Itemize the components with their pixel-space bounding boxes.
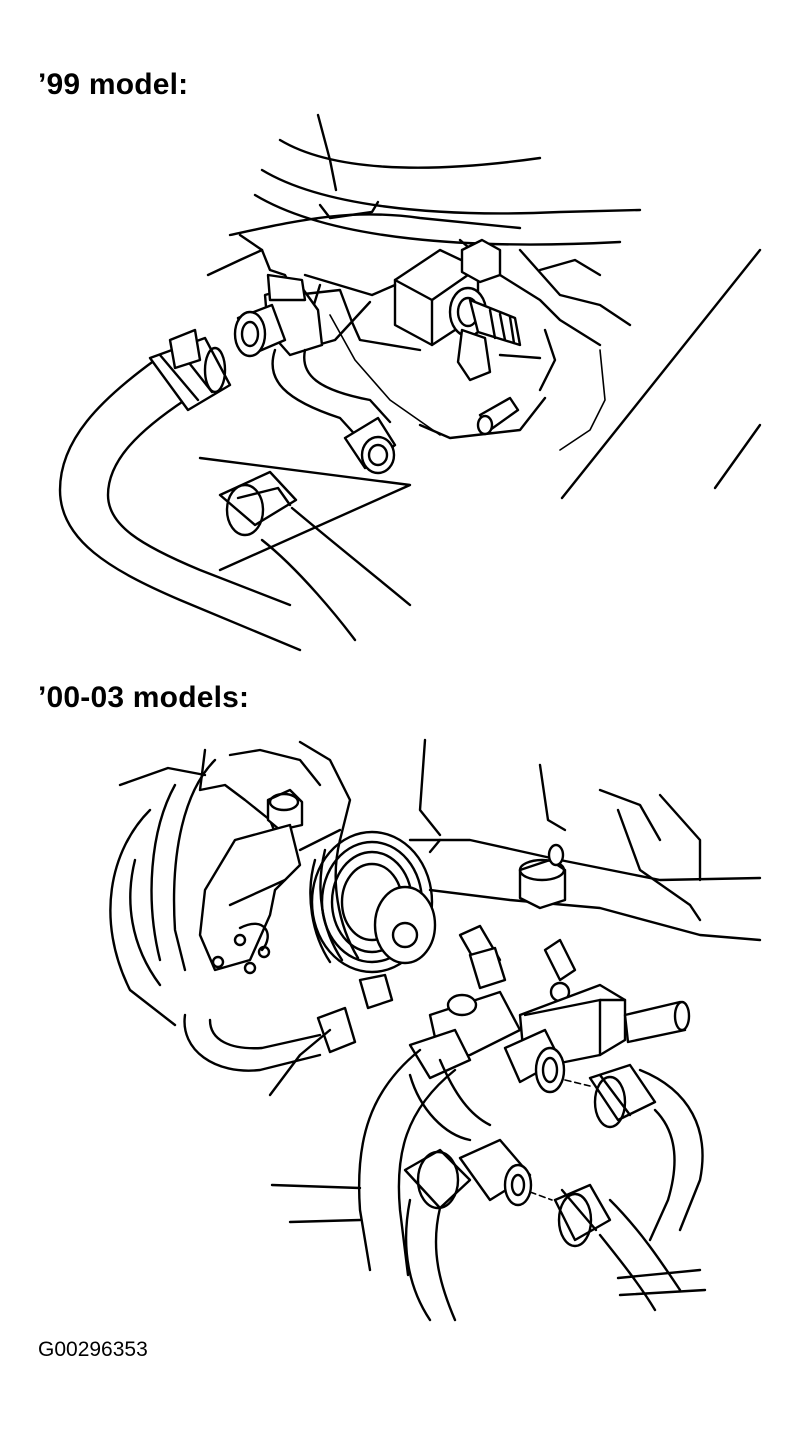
heater-hose-1999-drawing	[58, 113, 762, 652]
figure-code: G00296353	[38, 1338, 148, 1361]
figure-1-heading: ’99 model:	[38, 68, 189, 101]
figure-2-heading: ’00-03 models:	[38, 681, 250, 714]
heater-hose-2000-2003-drawing	[109, 738, 762, 1322]
figure-2-illustration	[0, 730, 791, 1330]
figure-1-illustration	[0, 100, 791, 660]
